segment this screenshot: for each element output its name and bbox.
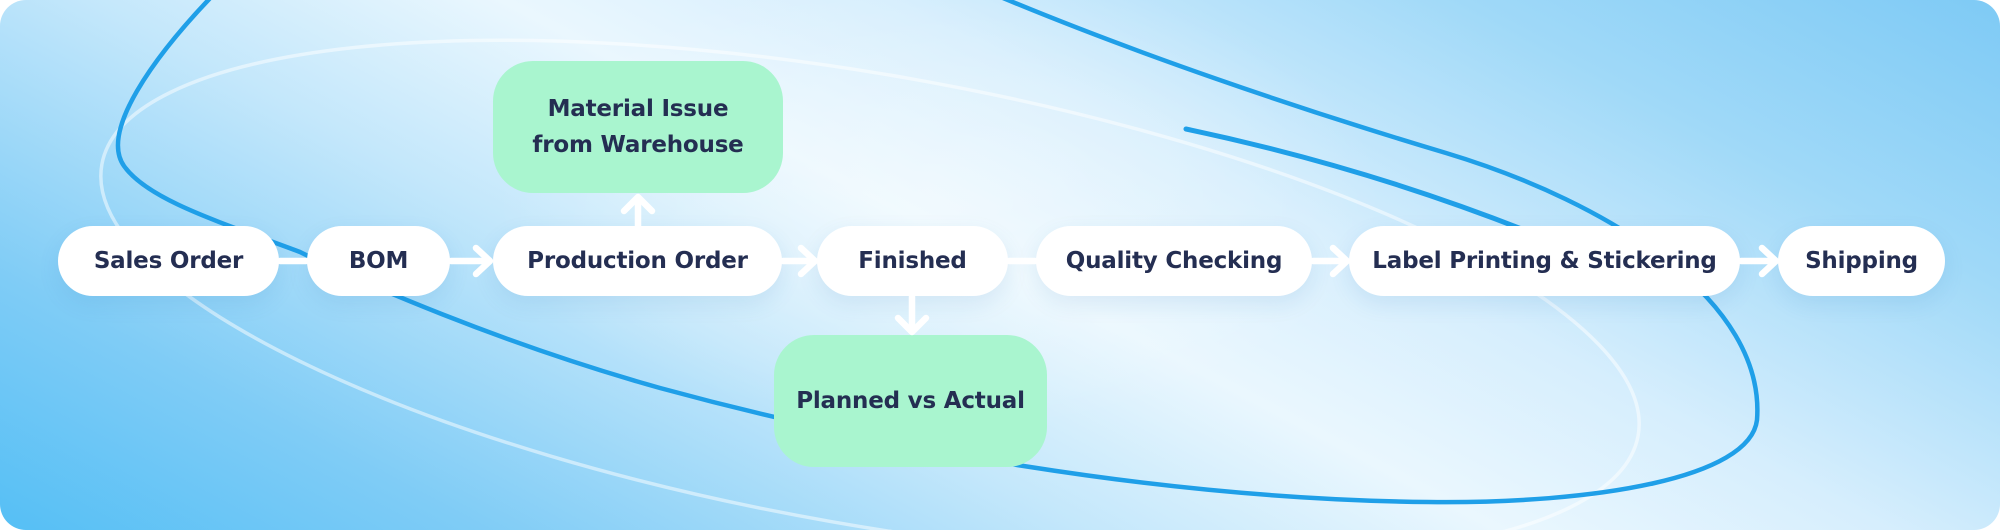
node-label: BOM	[348, 248, 409, 274]
node-sales-order: Sales Order	[58, 226, 279, 296]
node-label: Production Order	[527, 248, 748, 274]
arrow-bom-production-order	[447, 244, 494, 278]
arrow-production-order-material-issue	[620, 193, 656, 230]
node-production-order: Production Order	[493, 226, 782, 296]
node-material-issue-from-warehouse: Material Issue from Warehouse	[493, 61, 783, 193]
node-label-line2: from Warehouse	[532, 132, 744, 158]
arrow-label-printing-shipping	[1737, 244, 1780, 278]
blue-loop-curve	[115, 0, 1760, 505]
node-shipping: Shipping	[1778, 226, 1945, 296]
node-finished: Finished	[817, 226, 1008, 296]
arrow-finished-planned-vs-actual	[894, 293, 930, 336]
node-label: Planned vs Actual	[796, 388, 1025, 414]
white-ellipse-curve	[99, 38, 1641, 530]
node-label: Shipping	[1805, 248, 1918, 274]
node-label-line1: Material Issue	[547, 96, 729, 122]
node-label: Finished	[858, 248, 967, 274]
node-label-printing-stickering: Label Printing & Stickering	[1349, 226, 1740, 296]
node-label: Label Printing & Stickering	[1372, 248, 1717, 274]
node-planned-vs-actual: Planned vs Actual	[774, 335, 1047, 467]
node-label: Quality Checking	[1065, 248, 1283, 274]
arrow-production-order-finished	[779, 244, 819, 278]
node-label: Sales Order	[93, 248, 244, 274]
node-bom: BOM	[307, 226, 450, 296]
arrow-quality-checking-label-printing	[1309, 244, 1351, 278]
node-quality-checking: Quality Checking	[1036, 226, 1312, 296]
